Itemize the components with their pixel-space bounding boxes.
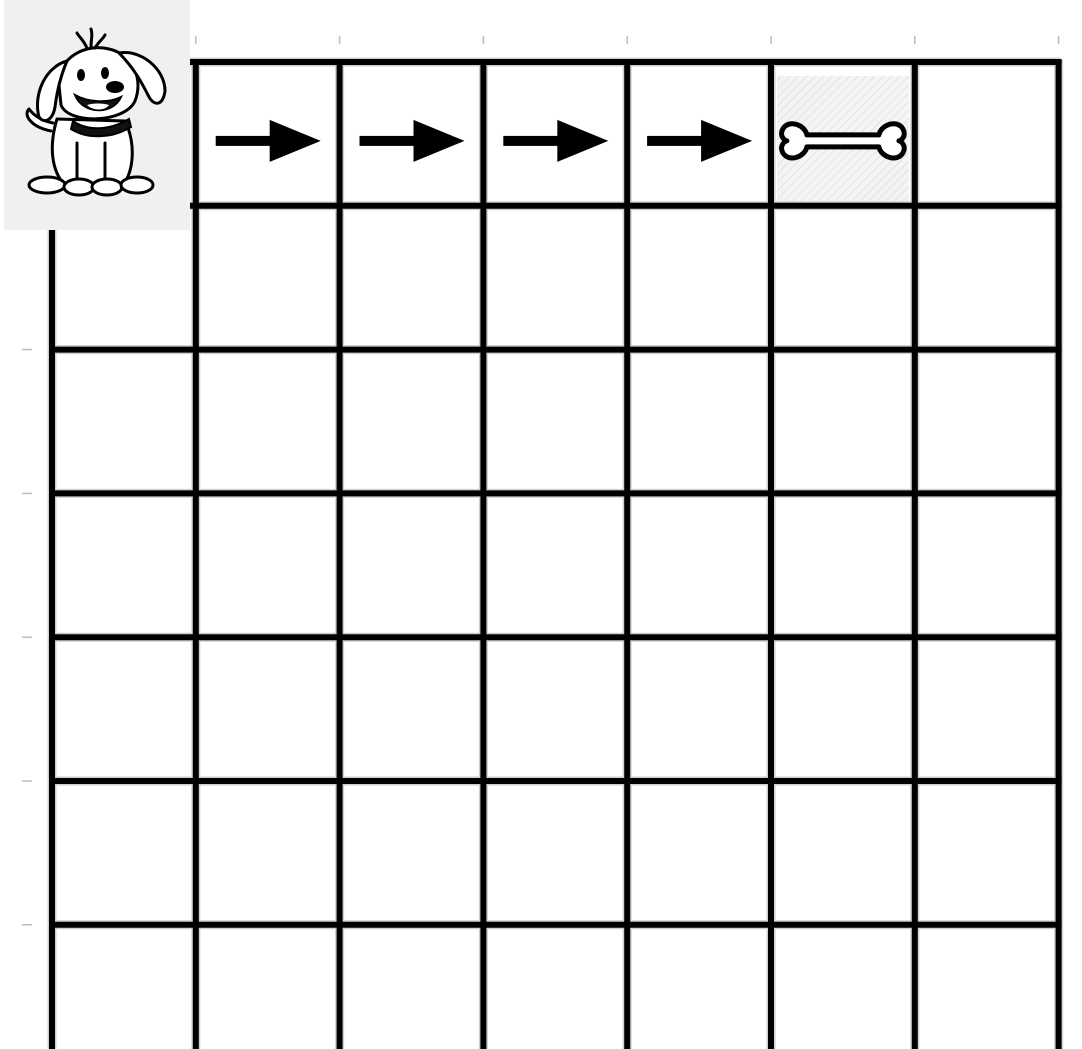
grid-cell-r3-c3[interactable] xyxy=(483,493,627,637)
grid-cell-r0-c1[interactable] xyxy=(196,62,340,206)
grid-cell-r4-c6[interactable] xyxy=(915,637,1059,781)
grid-cell-r3-c0[interactable] xyxy=(52,493,196,637)
grid-cell-r4-c1[interactable] xyxy=(196,637,340,781)
grid-cell-r3-c1[interactable] xyxy=(196,493,340,637)
grid-cell-r5-c4[interactable] xyxy=(627,781,771,925)
grid-cell-r2-c4[interactable] xyxy=(627,350,771,494)
grid-cell-r2-c5[interactable] xyxy=(771,350,915,494)
grid-cell-r6-c5[interactable] xyxy=(771,925,915,1049)
grid-cell-r6-c1[interactable] xyxy=(196,925,340,1049)
grid-cell-r0-c3[interactable] xyxy=(483,62,627,206)
grid-cell-r3-c6[interactable] xyxy=(915,493,1059,637)
grid-cell-r6-c4[interactable] xyxy=(627,925,771,1049)
grid-cell-r0-c4[interactable] xyxy=(627,62,771,206)
grid-cell-r6-c0[interactable] xyxy=(52,925,196,1049)
grid-cell-r4-c0[interactable] xyxy=(52,637,196,781)
grid-cell-r5-c0[interactable] xyxy=(52,781,196,925)
grid-cell-r1-c4[interactable] xyxy=(627,206,771,350)
grid-cell-r4-c3[interactable] xyxy=(483,637,627,781)
grid-cell-r1-c6[interactable] xyxy=(915,206,1059,350)
grid-cell-r3-c5[interactable] xyxy=(771,493,915,637)
grid-cell-r1-c1[interactable] xyxy=(196,206,340,350)
grid-cell-r1-c5[interactable] xyxy=(771,206,915,350)
grid-cell-r2-c2[interactable] xyxy=(340,350,484,494)
grid-cell-r0-c6[interactable] xyxy=(915,62,1059,206)
grid-cell-r5-c2[interactable] xyxy=(340,781,484,925)
grid-cell-r3-c4[interactable] xyxy=(627,493,771,637)
grid-cell-r3-c2[interactable] xyxy=(340,493,484,637)
grid-cell-r5-c3[interactable] xyxy=(483,781,627,925)
grid-cell-r4-c5[interactable] xyxy=(771,637,915,781)
grid-cell-r4-c2[interactable] xyxy=(340,637,484,781)
grid-cell-r2-c1[interactable] xyxy=(196,350,340,494)
grid-cell-r0-c2[interactable] xyxy=(340,62,484,206)
grid-cell-r4-c4[interactable] xyxy=(627,637,771,781)
grid-cell-r6-c6[interactable] xyxy=(915,925,1059,1049)
grid-cell-r2-c0[interactable] xyxy=(52,350,196,494)
grid-cell-r2-c3[interactable] xyxy=(483,350,627,494)
grid-cell-r5-c6[interactable] xyxy=(915,781,1059,925)
grid-cell-r5-c1[interactable] xyxy=(196,781,340,925)
grid-cell-r6-c2[interactable] xyxy=(340,925,484,1049)
grid-cell-r6-c3[interactable] xyxy=(483,925,627,1049)
grid-cell-r2-c6[interactable] xyxy=(915,350,1059,494)
grid-cell-r1-c2[interactable] xyxy=(340,206,484,350)
grid-cell-r1-c3[interactable] xyxy=(483,206,627,350)
grid-cell-r5-c5[interactable] xyxy=(771,781,915,925)
